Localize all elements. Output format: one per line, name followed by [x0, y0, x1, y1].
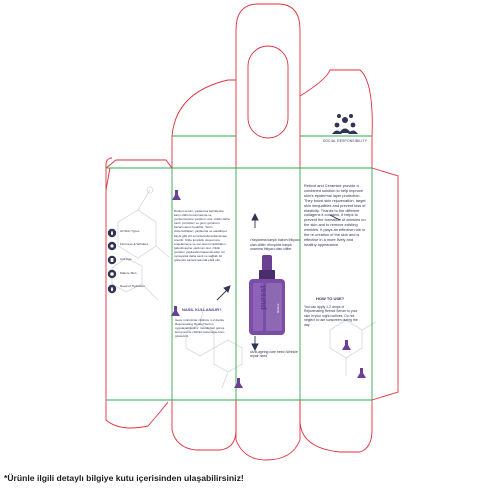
social-responsibility-label: SOCIAL RESPONSIBILITY	[322, 139, 368, 143]
benefits-list-english: •Anti-ageing care need •Wrinkle repair n…	[250, 350, 298, 359]
feature-label-hydration: Need of Hydration	[120, 284, 145, 288]
flask-icon	[172, 190, 181, 200]
fold-lines	[106, 135, 373, 401]
feature-label-firmness: Firmness & Wrinkles	[120, 242, 149, 246]
brand-logo: purest	[258, 285, 268, 310]
turkish-description: Retinol serum, yaşlanma belirtilerine ka…	[174, 209, 230, 263]
benefits-list-turkish: •Yaşlanma karşıtı bakım İhtiyacı olan ci…	[250, 238, 300, 251]
molecule-illustration-right	[329, 319, 377, 376]
turkish-usage-text: Gece rutininizde cildinize 1-2 damla Rej…	[175, 318, 225, 339]
arrow-icons	[216, 212, 341, 352]
flask-icon	[171, 306, 180, 316]
feature-label-all-skin: All Skin Types	[120, 229, 140, 233]
footnote: *Ürünle ilgili detaylı bilgiye kutu içer…	[4, 473, 244, 483]
people-network-icon	[332, 114, 358, 134]
flask-icon	[234, 378, 243, 388]
molecule-illustration-left	[111, 186, 171, 301]
feature-label-mature-skin: Mature Skin	[120, 271, 137, 275]
bottle-dropper-bulb	[262, 255, 272, 271]
flask-icon	[342, 340, 351, 350]
turkish-usage-title: NASIL KULLANILIR?	[182, 307, 222, 312]
english-description: Retinol and Ceramide provide a combined …	[304, 184, 366, 247]
molecule-illustration-mid	[185, 305, 243, 389]
english-usage-text: You can apply 1-2 drops of Rejuvenating …	[304, 305, 358, 327]
cut-lines	[105, 3, 399, 461]
flask-icon	[357, 368, 366, 378]
bottle-cap	[259, 270, 275, 280]
flask-icons	[171, 190, 366, 388]
serum-bottle-illustration	[249, 255, 285, 335]
english-usage-title: HOW TO USE?	[316, 296, 345, 301]
feature-label-anti-age: Anti Age	[120, 257, 132, 261]
product-name: Retinol	[276, 303, 280, 313]
